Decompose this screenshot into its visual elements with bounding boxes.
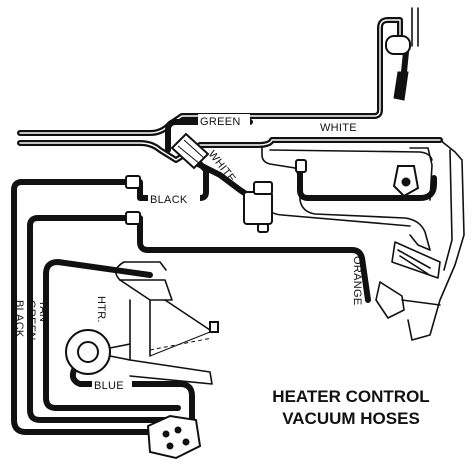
hose-black-loop: [297, 165, 437, 201]
label-black-mid: BLACK: [150, 194, 188, 206]
hose-green-vert: [27, 215, 171, 423]
actuator-pivot: [401, 177, 411, 187]
control-head: [146, 414, 202, 460]
label-htr: HTR.: [95, 296, 107, 323]
vacuum-actuator: [243, 181, 273, 233]
connector-firewall: [295, 159, 307, 173]
vacuum-selector-valve: [170, 132, 210, 170]
label-white-top: WHITE: [320, 122, 357, 134]
label-green-vertical: GREEN: [25, 300, 37, 341]
label-green-top: GREEN: [200, 116, 241, 128]
hose-tan: [11, 179, 161, 435]
title-line-2: VACUUM HOSES: [282, 409, 420, 428]
label-blue: BLUE: [94, 380, 124, 392]
connector-orange: [125, 211, 141, 225]
hose-black-vert: [43, 259, 181, 411]
label-black-vertical: BLACK: [13, 300, 25, 338]
heater-valve-assembly: [65, 261, 219, 385]
hose-orange: [127, 215, 371, 303]
vacuum-valve-top: [385, 35, 411, 55]
diagram-title: HEATER CONTROL VACUUM HOSES: [246, 386, 456, 430]
hose-green-top: [165, 119, 253, 153]
valve-stud: [209, 321, 219, 333]
blend-door-actuator: [375, 165, 441, 319]
label-orange: ORANGE: [351, 256, 363, 305]
hose-bundle: [11, 17, 443, 435]
title-line-1: HEATER CONTROL: [272, 387, 430, 406]
label-tan: TAN: [37, 300, 49, 322]
connector-black: [125, 175, 141, 189]
hose-connectors: [125, 35, 411, 225]
firewall-outline: [261, 139, 465, 341]
